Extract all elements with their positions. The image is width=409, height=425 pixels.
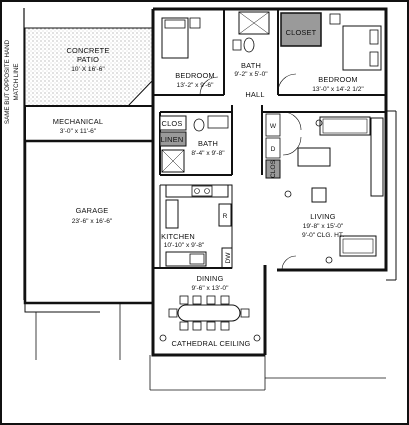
bath2-dimensions: 8'-4" x 9'-8" [191,150,225,157]
patio-name2: PATIO [77,55,99,64]
garage-name: GARAGE [76,206,109,215]
washer-label: W [270,123,277,130]
living-room: LIVING 19'-8" x 15'-0" 9'-0" CLG. HT. [281,116,384,271]
bedroom2-name: BEDROOM [318,75,358,84]
mechanical-room: MECHANICAL 3'-0" x 11'-6" [24,105,154,151]
mechanical-name: MECHANICAL [53,117,103,126]
kitchen-name: KITCHEN [161,232,195,241]
closet-name: CLOSET [286,28,317,37]
kitchen-dimensions: 10'-10" x 9'-8" [164,242,205,249]
living-name: LIVING [310,212,335,221]
hall-name: HALL [245,90,264,99]
garage: GARAGE 23'-6" x 16'-6" [23,139,155,360]
patio-name: CONCRETE [66,46,109,55]
kitchen: R DW KITCHEN 10'-10" x 9'-8" [159,184,233,269]
clos1-name: CLOS [162,119,183,128]
side-note-line1: SAME BUT OPPOSITE HAND [4,39,11,124]
patio-area: CONCRETE PATIO 10' X 16'-6" [24,27,154,107]
bedroom-2: BEDROOM 13'-0" x 14'-2 1/2" [277,13,382,93]
bedroom2-dimensions: 13'-0" x 14'-2 1/2" [312,86,364,93]
side-note: SAME BUT OPPOSITE HAND MATCH LINE [4,39,20,124]
bedroom1-dimensions: 13'-2" x 9'-6" [177,82,215,89]
bath2-name: BATH [198,139,218,148]
dining-ceiling-note: CATHEDRAL CEILING [172,339,251,348]
bath-1: BATH 9'-2" x 5'-0" [232,11,270,78]
bath-2: BATH 8'-4" x 9'-8" [191,115,229,157]
linen-name: LINEN [161,135,184,144]
patio-dimensions: 10' X 16'-6" [71,66,105,73]
living-ceiling-height: 9'-0" CLG. HT. [302,232,344,239]
bedroom-1: BEDROOM 13'-2" x 9'-6" [161,17,219,96]
garage-dimensions: 23'-6" x 16'-6" [72,218,113,225]
bath1-name: BATH [241,61,261,70]
dishwasher-label: DW [225,252,232,264]
dining-room: DINING 9'-6" x 13'-0" CATHEDRAL CEILING [159,274,261,348]
bedroom1-name: BEDROOM [175,71,215,80]
living-dimensions: 19'-8" x 15'-0" [303,223,344,230]
exterior-path [149,355,386,391]
clos2-name: CLOS [270,159,277,178]
laundry: W D CLOS [265,111,302,179]
mechanical-dimensions: 3'-0" x 11'-6" [60,128,97,135]
side-note-line2: MATCH LINE [13,63,20,100]
linen-closets: CLOS LINEN [159,115,187,173]
refrigerator-label: R [223,213,228,220]
closet: CLOSET [280,12,322,47]
house-outline [151,7,397,357]
dryer-label: D [271,146,276,153]
bath1-dimensions: 9'-2" x 5'-0" [234,71,268,78]
dining-dimensions: 9'-6" x 13'-0" [192,285,230,292]
dining-name: DINING [196,274,223,283]
